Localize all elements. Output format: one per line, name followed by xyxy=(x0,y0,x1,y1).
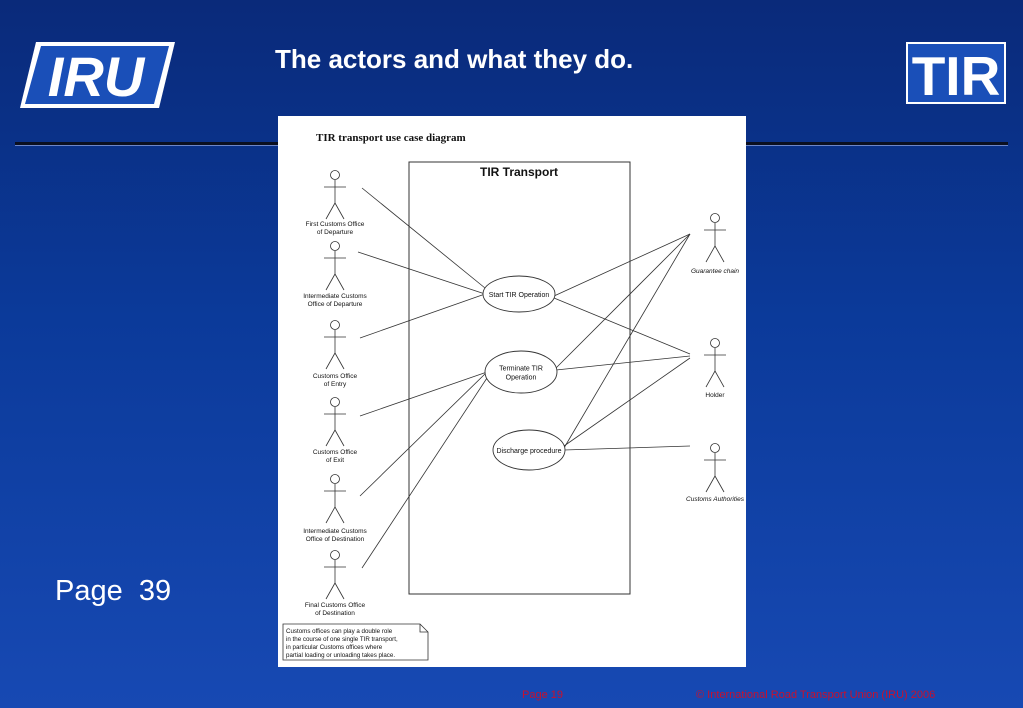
actor-inter-dep-left-leg xyxy=(325,273,336,291)
actor-entry-label: of Entry xyxy=(324,381,347,388)
actor-guarantee-head xyxy=(710,213,720,223)
use-case-terminate-label: Operation xyxy=(506,375,537,382)
actor-first-dep-left-leg xyxy=(325,202,336,220)
use-case-terminate-label: Terminate TIR xyxy=(499,366,543,373)
note-box xyxy=(282,623,429,661)
actor-authorities-figure xyxy=(704,443,726,493)
actor-entry-figure xyxy=(324,320,346,370)
actor-entry-head xyxy=(330,320,340,330)
use-case-diagram: TIR transport use case diagram TIR Trans… xyxy=(278,116,746,667)
actor-final-dest-label: of Destination xyxy=(315,610,355,617)
actor-entry-right-leg xyxy=(334,352,345,370)
actor-guarantee-left-leg xyxy=(705,245,716,263)
actor-holder-figure xyxy=(704,338,726,388)
association-entry xyxy=(359,293,486,339)
use-case-start-label: Start TIR Operation xyxy=(489,292,550,299)
note-text: in the course of one single TIR transpor… xyxy=(286,636,398,643)
actor-final-dest-right-leg xyxy=(334,582,345,600)
actor-inter-dest-label: Office of Destination xyxy=(306,536,365,543)
actor-exit-label: of Exit xyxy=(326,457,344,464)
divider-right xyxy=(746,142,1008,146)
actor-authorities-head xyxy=(710,443,720,453)
system-boundary xyxy=(408,161,631,595)
iru-logo-graphic: IRU xyxy=(20,42,175,108)
page-label: Page 39 xyxy=(55,575,172,607)
diagram-caption: TIR transport use case diagram xyxy=(316,132,466,144)
actor-guarantee-figure xyxy=(704,213,726,263)
actor-holder-label: Holder xyxy=(705,392,725,399)
actor-inter-dep-right-leg xyxy=(334,273,345,291)
actor-first-dep-right-leg xyxy=(334,202,345,220)
association-start-guarantee xyxy=(553,233,691,297)
actor-exit-label: Customs Office xyxy=(313,449,358,456)
actor-inter-dest-label: Intermediate Customs xyxy=(303,528,367,535)
actor-first-dep-head xyxy=(330,170,340,180)
actor-exit-left-leg xyxy=(325,429,336,447)
iru-logo-text: IRU xyxy=(48,45,146,108)
use-case-discharge xyxy=(492,429,566,471)
association-discharge-holder xyxy=(563,357,691,447)
actor-inter-dest-right-leg xyxy=(334,506,345,524)
use-case-start xyxy=(482,275,556,313)
actor-exit-right-leg xyxy=(334,429,345,447)
use-case-discharge-label: Discharge procedure xyxy=(497,448,562,455)
association-terminate-holder xyxy=(555,355,691,371)
system-title: TIR Transport xyxy=(480,165,558,179)
footer-copyright: © International Road Transport Union (IR… xyxy=(696,689,936,701)
actor-final-dest-figure xyxy=(324,550,346,600)
actor-inter-dep-label: Office of Departure xyxy=(308,301,363,308)
actor-authorities-right-leg xyxy=(714,475,725,493)
association-exit xyxy=(359,371,488,417)
tir-logo-graphic: TIR xyxy=(906,42,1006,107)
note-text: partial loading or unloading takes place… xyxy=(286,652,395,659)
tir-logo: TIR xyxy=(906,42,1006,107)
note-fold xyxy=(419,624,428,633)
iru-logo: IRU xyxy=(20,40,175,110)
actor-holder-right-leg xyxy=(714,370,725,388)
actor-entry-left-leg xyxy=(325,352,336,370)
actor-exit-figure xyxy=(324,397,346,447)
actor-inter-dest-head xyxy=(330,474,340,484)
association-start-holder xyxy=(553,297,691,355)
association-discharge-authorities xyxy=(563,445,691,451)
footer-page-number: Page 19 xyxy=(522,689,563,701)
use-case-terminate xyxy=(484,350,558,394)
slide-title: The actors and what they do. xyxy=(275,44,634,74)
actor-guarantee-label: Guarantee chain xyxy=(691,268,739,275)
note-text: Customs offices can play a double role xyxy=(286,628,393,635)
actor-inter-dest-left-leg xyxy=(325,506,336,524)
actor-holder-left-leg xyxy=(705,370,716,388)
association-inter-dest xyxy=(359,371,488,497)
association-discharge-guarantee xyxy=(563,233,691,449)
actor-exit-head xyxy=(330,397,340,407)
actor-entry-label: Customs Office xyxy=(313,373,358,380)
actor-final-dest-head xyxy=(330,550,340,560)
actor-first-dep-label: First Customs Office xyxy=(306,221,365,228)
actor-first-dep-figure xyxy=(324,170,346,220)
divider-left xyxy=(15,142,278,146)
association-terminate-guarantee xyxy=(555,233,691,369)
association-first-dep xyxy=(361,187,486,289)
tir-logo-text: TIR xyxy=(912,45,1001,104)
note-text: in particular Customs offices where xyxy=(286,644,383,651)
actor-inter-dep-head xyxy=(330,241,340,251)
actor-final-dest-left-leg xyxy=(325,582,336,600)
association-final-dest xyxy=(361,377,488,569)
association-inter-dep xyxy=(357,251,486,295)
actor-inter-dest-figure xyxy=(324,474,346,524)
actor-authorities-left-leg xyxy=(705,475,716,493)
actor-guarantee-right-leg xyxy=(714,245,725,263)
actor-first-dep-label: of Departure xyxy=(317,229,354,236)
actor-holder-head xyxy=(710,338,720,348)
actor-inter-dep-figure xyxy=(324,241,346,291)
actor-final-dest-label: Final Customs Office xyxy=(305,602,366,609)
actor-inter-dep-label: Intermediate Customs xyxy=(303,293,367,300)
use-case-diagram-svg: TIR transport use case diagram TIR Trans… xyxy=(282,132,745,661)
actor-authorities-label: Customs Authorities xyxy=(686,496,745,503)
